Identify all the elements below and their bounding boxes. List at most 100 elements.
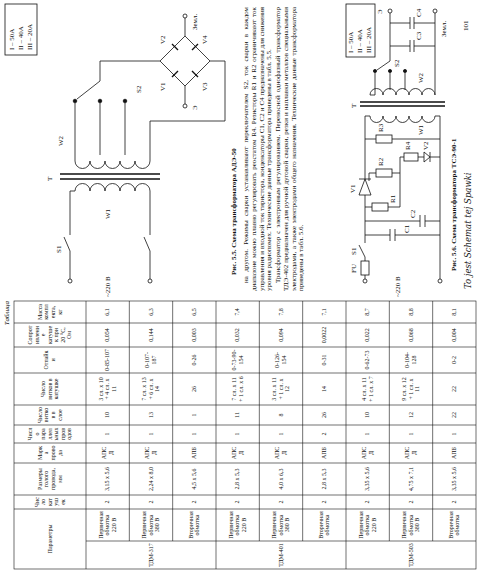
winding-name: Первичная обмотка 220 В (86, 509, 129, 541)
table-cell: 7,8 (259, 301, 302, 323)
schematic-stroke (438, 279, 442, 283)
core (60, 174, 160, 179)
table-cell: 4,0 х 6,3 (259, 463, 302, 495)
winding-taps (370, 73, 405, 95)
winding-name: Вторичная обмотка (433, 509, 476, 541)
model-name: ТДМ-317 (86, 541, 216, 569)
table-cell: 1 (173, 405, 216, 425)
schematic-stroke (86, 301, 433, 569)
switch-position: II – 40А (357, 29, 364, 53)
table-cell: 0-85-107 (86, 347, 129, 373)
output-terminal (183, 104, 187, 108)
terminal-label: Э (192, 105, 199, 110)
switch-legend-box (5, 4, 37, 55)
part-label: R1 (390, 195, 397, 203)
table-cell: 1 (389, 425, 432, 443)
diode-bars (172, 44, 198, 77)
part-label: V1 (160, 82, 167, 91)
table-cell: 2,8 х 5,3 (216, 463, 259, 495)
table-header-cell: Марка провода (14, 443, 86, 463)
table-cell: 12 (389, 405, 432, 425)
part-label: Т (351, 104, 358, 108)
part-label: S2 (136, 86, 143, 93)
switch-position: III – 20А (366, 27, 373, 53)
table-cell: 10 (346, 405, 389, 425)
mains-terminal (148, 279, 152, 283)
table-cell: 0-62-73 (346, 347, 389, 373)
diode-bridge (160, 36, 210, 86)
part-label: W1 (105, 209, 112, 219)
table-cell: 8 (259, 405, 302, 425)
winding-name: Первичная обмотка 220 В (216, 509, 259, 541)
table-cell: 2 (216, 495, 259, 509)
schematic-stroke (363, 279, 367, 283)
output-terminal (183, 14, 187, 18)
part-label: R4 (405, 142, 412, 150)
capacitors (390, 17, 435, 52)
table-cell: 1 (216, 425, 259, 443)
table-cell: 10 (86, 405, 129, 425)
table-header-cell: Размеры голого провода, мм (14, 463, 86, 495)
resistor-r3 (376, 135, 392, 143)
table-cell: 3,35 х 5,6 (433, 463, 476, 495)
table-cell: 2,24 х 8,0 (129, 463, 172, 495)
winding-name: Вторичная обмотка (173, 509, 216, 541)
schematic-stroke (433, 9, 437, 13)
part-label: V4 (202, 35, 209, 44)
table-cell: 6,3 (129, 301, 172, 323)
table-cell: АПБ (433, 443, 476, 463)
table-cell: 2 (303, 495, 346, 509)
table-cell: 0,004 (433, 323, 476, 347)
capacitor-c1 (365, 229, 440, 241)
table-cell: АПСД (346, 443, 389, 463)
table-cell: 1 (433, 425, 476, 443)
part-label: W1 (418, 125, 425, 135)
part-label: FU (351, 264, 358, 273)
table-header-cell: Число витков в катушке (14, 373, 86, 405)
handwritten-note: To jest Schemat tej Spawki (463, 172, 473, 289)
table-cell: 2 (346, 495, 389, 509)
table-header-cell: Число витков в слое (14, 405, 86, 425)
table-cell: 8,1 (433, 301, 476, 323)
rails (359, 116, 440, 279)
part-label: W2 (58, 136, 65, 146)
primary-winding (70, 184, 150, 192)
resistor-r4 (404, 153, 418, 161)
table-cell: 2 (303, 425, 346, 443)
table-cell: 1 (346, 425, 389, 443)
table-header-cell: Отпайки (14, 347, 86, 373)
mains-label: ~220 В (395, 276, 402, 297)
table-cell: АПСД (259, 443, 302, 463)
part-label: V2 (423, 141, 430, 150)
table-cell: 0,068 (389, 323, 432, 347)
table-cell: 1 (173, 425, 216, 443)
winding-name: Первичная обмотка 220 В (346, 509, 389, 541)
table-cell: 1 (259, 425, 302, 443)
triac (359, 179, 371, 195)
table-cell: 0-107-187 (129, 347, 172, 373)
table-header-cell: Число катушек (14, 495, 86, 509)
table-cell: 1 (129, 425, 172, 443)
table-cell: 2 (173, 495, 216, 509)
primary-winding (365, 116, 440, 123)
body-paragraph: Трансформатор с электронным регулировани… (275, 7, 306, 291)
part-label: C2 (410, 210, 417, 218)
terminal-label: Э (377, 9, 384, 14)
core (360, 102, 445, 106)
capacitor-c2 (365, 215, 440, 227)
table-header-cell: Сопротивление катушек при 20 °С, Ом (14, 323, 86, 347)
table-cell: 0,003 (173, 323, 216, 347)
table-cell: 26 (303, 405, 346, 425)
table-cell: 2 (389, 495, 432, 509)
part-label: V2 (160, 35, 167, 44)
schematic-stroke (98, 99, 102, 103)
fuse (361, 261, 369, 275)
part-label: S1 (351, 248, 358, 255)
table-cell: 0-2 (433, 347, 476, 373)
table-cell: 6,1 (86, 301, 129, 323)
table-cell: 7 сл. х 13 + 6 сл. х 14 (129, 373, 172, 405)
part-label: Т (47, 177, 54, 181)
table-cell: АПСД (216, 443, 259, 463)
table-cell: 4 сл. х 11 + 1 сл. х 7 (346, 373, 389, 405)
table-cell: 8,7 (346, 301, 389, 323)
